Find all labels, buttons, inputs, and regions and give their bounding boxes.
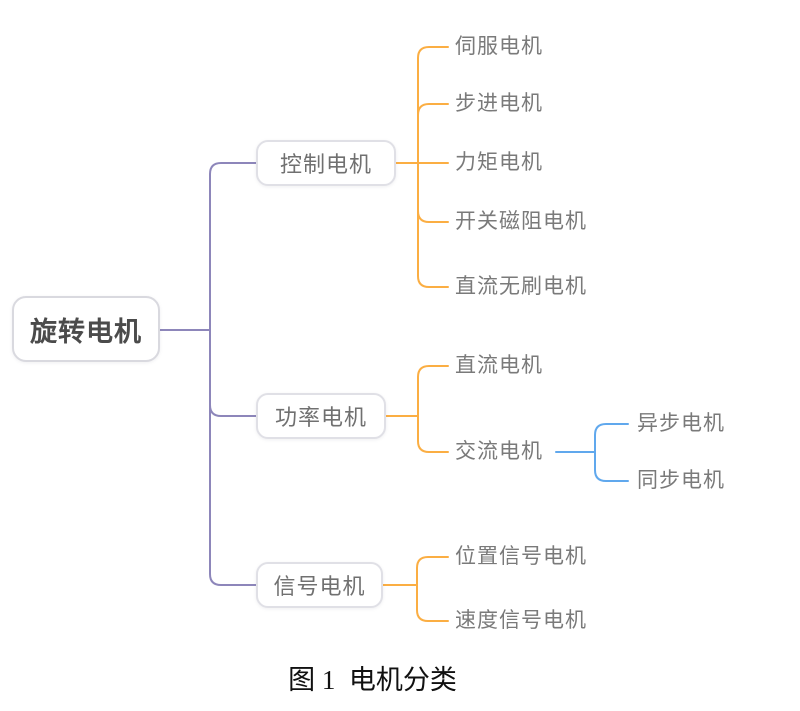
root-level-connectors — [159, 162, 257, 586]
node-speed-signal-motor: 速度信号电机 — [455, 609, 587, 632]
connector-control-to-servo — [417, 46, 449, 164]
node-ac-motor: 交流电机 — [455, 440, 543, 463]
node-position-signal-motor: 位置信号电机 — [455, 545, 587, 568]
connector-root-to-power — [209, 329, 257, 417]
connector-ac-to-synchronous — [594, 451, 629, 482]
node-brushless-dc-motor: 直流无刷电机 — [455, 275, 587, 298]
connector-ac-to-asynchronous — [594, 423, 629, 453]
connector-root-to-signal — [209, 329, 257, 586]
connector-power-to-ac — [417, 415, 449, 453]
signal-branch-connectors — [382, 556, 449, 622]
node-servo-motor: 伺服电机 — [455, 35, 543, 58]
connector-control-to-brushless-dc — [417, 162, 449, 288]
node-rotating-motor: 旋转电机 — [12, 296, 160, 362]
ac-branch-connectors — [555, 423, 629, 482]
node-switched-reluctance-motor: 开关磁阻电机 — [455, 210, 587, 233]
node-torque-motor: 力矩电机 — [455, 151, 543, 174]
connector-control-to-switched-reluctance — [417, 162, 449, 223]
node-dc-motor: 直流电机 — [455, 354, 543, 377]
power-branch-connectors — [385, 365, 449, 453]
node-stepper-motor: 步进电机 — [455, 92, 543, 115]
node-signal-motor: 信号电机 — [256, 562, 383, 608]
connector-power-to-dc — [417, 365, 449, 417]
figure-caption: 图 1 电机分类 — [288, 665, 457, 695]
connector-control-to-stepper — [417, 103, 449, 164]
node-synchronous-motor: 同步电机 — [637, 469, 725, 492]
connector-root-to-control — [209, 162, 257, 331]
node-asynchronous-motor: 异步电机 — [637, 412, 725, 435]
control-branch-connectors — [395, 46, 449, 288]
node-control-motor: 控制电机 — [256, 140, 396, 186]
connector-signal-to-position — [416, 556, 449, 586]
node-power-motor: 功率电机 — [256, 393, 386, 439]
connector-signal-to-speed — [416, 584, 449, 622]
